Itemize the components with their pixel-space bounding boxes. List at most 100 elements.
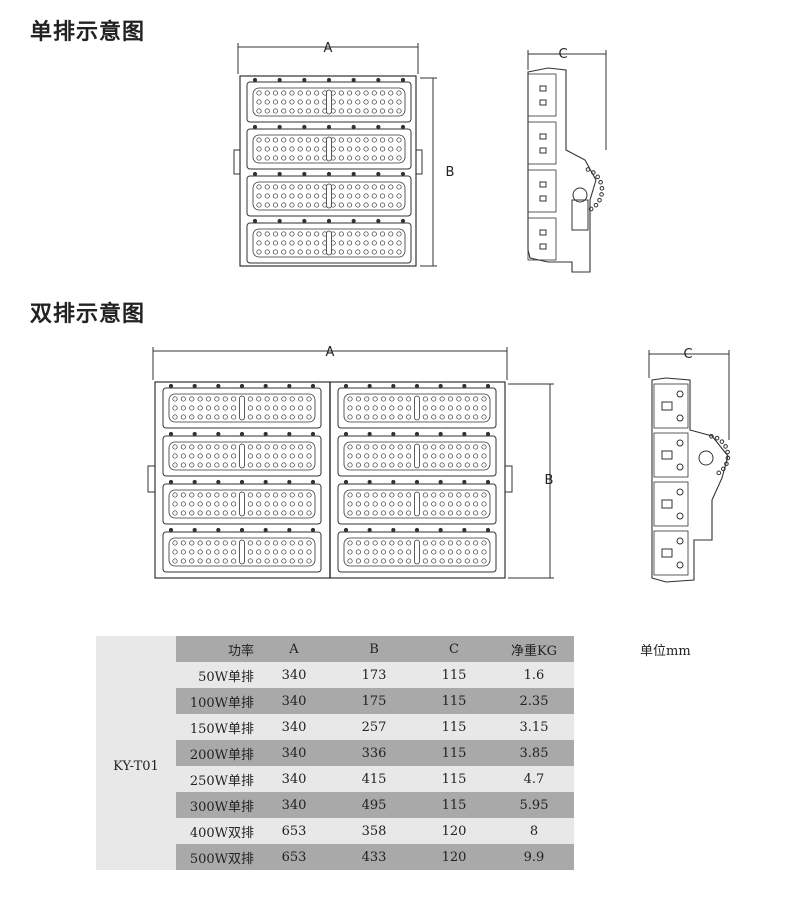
led-slot (414, 395, 420, 421)
side-module (527, 73, 557, 117)
table-cell: 3.15 (494, 714, 574, 740)
table-cell: 9.9 (494, 844, 574, 870)
table-header-cell: C (414, 636, 494, 662)
led-slot (239, 443, 245, 469)
table-cell: 400W双排 (176, 818, 254, 844)
table-header-cell: 净重KG (494, 636, 574, 662)
table-cell: 340 (254, 792, 334, 818)
unit-label: 单位mm (640, 644, 691, 659)
table-cell: 115 (414, 688, 494, 714)
table-cell: 340 (254, 688, 334, 714)
led-panel (168, 537, 316, 567)
double-dim-a-label: A (326, 345, 335, 360)
led-panel (343, 393, 491, 423)
table-cell: 115 (414, 766, 494, 792)
table-cell: 500W双排 (176, 844, 254, 870)
table-cell: 4.7 (494, 766, 574, 792)
led-slot (239, 491, 245, 517)
table-cell: 173 (334, 662, 414, 688)
led-slot (239, 539, 245, 565)
table-cell: 340 (254, 662, 334, 688)
table-cell: 100W单排 (176, 688, 254, 714)
double-dim-c-label: C (683, 347, 692, 362)
table-cell: 2.35 (494, 688, 574, 714)
table-cell: 340 (254, 714, 334, 740)
led-slot (414, 443, 420, 469)
table-cell: 300W单排 (176, 792, 254, 818)
side-module (653, 432, 689, 478)
table-cell: 433 (334, 844, 414, 870)
pivot-bolt (572, 187, 588, 203)
table-cell: 50W单排 (176, 662, 254, 688)
pivot-bolt (698, 450, 714, 466)
led-slot (239, 395, 245, 421)
table-cell: 115 (414, 792, 494, 818)
led-panel (252, 181, 406, 211)
side-module (527, 217, 557, 261)
table-cell: 200W单排 (176, 740, 254, 766)
bracket-right (504, 465, 513, 493)
table-cell: 115 (414, 662, 494, 688)
led-slot (414, 491, 420, 517)
led-panel (168, 393, 316, 423)
table-cell: 340 (254, 740, 334, 766)
single-dim-b-label: B (446, 165, 455, 180)
table-cell: 495 (334, 792, 414, 818)
double-dim-b-label: B (545, 473, 554, 488)
table-cell: 175 (334, 688, 414, 714)
table-cell: 358 (334, 818, 414, 844)
table-cell: 120 (414, 818, 494, 844)
led-panel (252, 134, 406, 164)
side-module (527, 121, 557, 165)
table-cell: 3.85 (494, 740, 574, 766)
led-panel (252, 228, 406, 258)
bracket-left (233, 149, 241, 175)
single-dim-c-label: C (558, 47, 567, 62)
single-row-diagram-title: 单排示意图 (30, 20, 146, 45)
side-module (527, 169, 557, 213)
table-cell: 250W单排 (176, 766, 254, 792)
side-module (653, 530, 689, 576)
led-slot (326, 230, 332, 256)
single-side-body (527, 67, 597, 273)
led-slot (326, 89, 332, 115)
led-panel (343, 489, 491, 519)
table-cell: 150W单排 (176, 714, 254, 740)
table-cell: 115 (414, 740, 494, 766)
double-row-diagram-title: 双排示意图 (30, 302, 146, 327)
led-panel (168, 489, 316, 519)
model-cell-top (96, 636, 176, 662)
table-cell: 1.6 (494, 662, 574, 688)
model-cell: KY-T01 (96, 662, 176, 870)
table-header-cell: 功率 (176, 636, 254, 662)
table-cell: 5.95 (494, 792, 574, 818)
table-cell: 653 (254, 844, 334, 870)
led-panel (168, 441, 316, 471)
led-panel (252, 87, 406, 117)
bracket-left (147, 465, 156, 493)
single-dim-a-label: A (324, 41, 333, 56)
table-cell: 257 (334, 714, 414, 740)
table-cell: 653 (254, 818, 334, 844)
table-header-cell: B (334, 636, 414, 662)
led-slot (414, 539, 420, 565)
side-module (653, 383, 689, 429)
table-cell: 115 (414, 714, 494, 740)
led-slot (326, 183, 332, 209)
led-panel (343, 441, 491, 471)
side-module (653, 481, 689, 527)
bracket-right (415, 149, 423, 175)
table-cell: 340 (254, 766, 334, 792)
table-cell: 336 (334, 740, 414, 766)
technical-drawings: A B C A B C (147, 41, 731, 583)
table-cell: 415 (334, 766, 414, 792)
